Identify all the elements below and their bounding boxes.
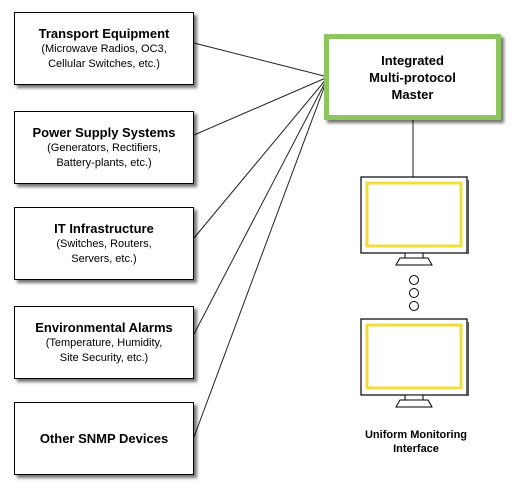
monitor-icon — [360, 318, 469, 408]
ellipsis-dot — [409, 275, 419, 285]
source-desc-line: (Microwave Radios, OC3, — [41, 42, 167, 55]
ellipsis-dot — [409, 301, 419, 311]
monitoring-caption: Uniform Monitoring Interface — [346, 428, 486, 456]
source-title: Other SNMP Devices — [39, 430, 169, 446]
monitor-icon — [360, 176, 469, 266]
master-label-line: Multi-protocol — [369, 69, 456, 85]
connector-power — [193, 76, 329, 136]
caption-line: Uniform Monitoring — [364, 429, 468, 441]
source-box-power-supply-systems: Power Supply Systems (Generators, Rectif… — [14, 111, 194, 184]
source-desc-line: Battery-plants, etc.) — [56, 156, 152, 169]
source-box-transport-equipment: Transport Equipment (Microwave Radios, O… — [14, 12, 194, 85]
connector-it — [193, 76, 329, 239]
source-title: Transport Equipment — [38, 25, 170, 41]
ellipsis-dot — [409, 288, 419, 298]
source-box-other-snmp-devices: Other SNMP Devices — [14, 402, 194, 475]
source-desc-line: (Switches, Routers, — [56, 237, 152, 250]
source-box-it-infrastructure: IT Infrastructure (Switches, Routers, Se… — [14, 207, 194, 280]
caption-line: Interface — [393, 443, 439, 455]
connector-snmp — [193, 76, 329, 438]
source-desc-line: Servers, etc.) — [71, 252, 137, 265]
source-desc-line: (Generators, Rectifiers, — [47, 141, 161, 154]
connector-environmental — [193, 76, 329, 335]
connector-transport — [193, 42, 329, 78]
integrated-master-box: Integrated Multi-protocol Master — [324, 34, 501, 120]
source-box-environmental-alarms: Environmental Alarms (Temperature, Humid… — [14, 306, 194, 379]
master-label: Integrated Multi-protocol Master — [369, 52, 456, 103]
source-title: IT Infrastructure — [54, 220, 154, 236]
master-label-line: Integrated — [381, 52, 444, 68]
source-desc-line: (Temperature, Humidity, — [45, 336, 163, 349]
master-label-line: Master — [391, 86, 434, 102]
source-desc-line: Site Security, etc.) — [59, 351, 149, 364]
source-desc-line: Cellular Switches, etc.) — [48, 57, 160, 70]
source-title: Power Supply Systems — [32, 124, 176, 140]
source-title: Environmental Alarms — [35, 319, 173, 335]
